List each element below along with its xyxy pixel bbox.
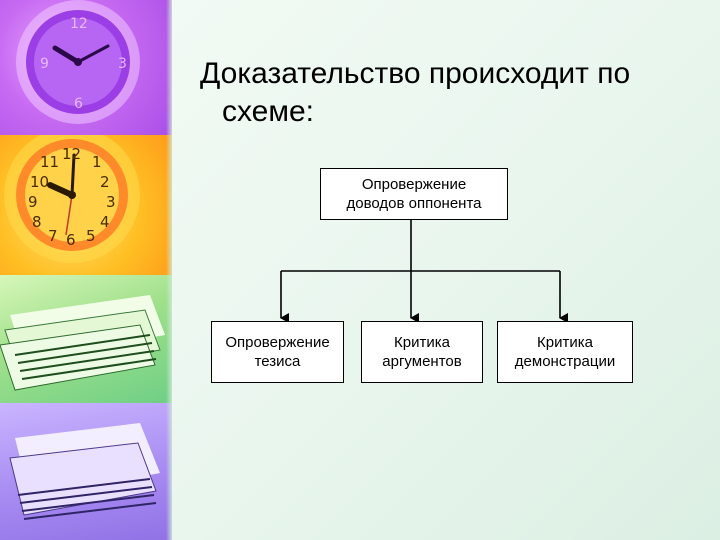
child-node-label: Критика демонстрации	[514, 334, 616, 370]
child-node-label: Опровержение тезиса	[225, 334, 330, 370]
svg-text:3: 3	[118, 56, 127, 72]
svg-text:1: 1	[92, 153, 102, 171]
svg-text:6: 6	[66, 231, 76, 249]
svg-text:12: 12	[70, 16, 88, 32]
green-papers-photo	[0, 275, 172, 403]
paper-stack-icon	[9, 423, 160, 520]
child-node-label: Критика аргументов	[382, 334, 462, 370]
clock-icon: 12 11 1 10 2 9 3 8 4 7 6 5	[4, 135, 140, 263]
root-node-label: Опровержение доводов оппонента	[346, 176, 482, 212]
svg-text:9: 9	[40, 56, 49, 72]
svg-text:5: 5	[86, 227, 96, 245]
svg-text:7: 7	[48, 227, 58, 245]
child-node-thesis: Опровержение тезиса	[211, 321, 344, 383]
svg-text:2: 2	[100, 173, 110, 191]
yellow-clock-photo: 12 11 1 10 2 9 3 8 4 7 6 5	[0, 135, 172, 275]
root-node: Опровержение доводов оппонента	[320, 168, 508, 220]
svg-text:4: 4	[100, 213, 110, 231]
svg-text:11: 11	[40, 153, 59, 171]
svg-text:6: 6	[74, 96, 83, 112]
svg-text:12: 12	[62, 145, 81, 163]
decorative-photo-strip: 12 3 9 6 12 11 1 10 2 9 3 8 4 7 6 5	[0, 0, 172, 540]
clock-icon: 12 3 9 6	[16, 0, 140, 124]
violet-papers-photo	[0, 403, 172, 540]
svg-text:3: 3	[106, 193, 116, 211]
svg-text:8: 8	[32, 213, 42, 231]
child-node-arguments: Критика аргументов	[361, 321, 483, 383]
slide-title: Доказательство происходит по схеме:	[200, 57, 631, 128]
purple-clock-photo: 12 3 9 6	[0, 0, 172, 135]
strip-divider	[166, 0, 172, 540]
child-node-demonstration: Критика демонстрации	[497, 321, 633, 383]
svg-text:9: 9	[28, 193, 38, 211]
svg-text:10: 10	[30, 173, 49, 191]
paper-stack-icon	[0, 295, 165, 391]
